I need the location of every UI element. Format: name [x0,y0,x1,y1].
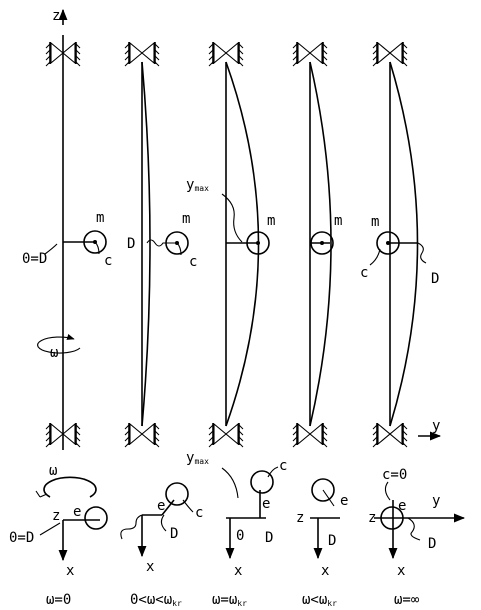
mass-label: m [182,211,190,227]
z-label: z [52,508,60,524]
disk [376,231,400,255]
ecc-label: e [262,496,270,512]
caption-4: ω<ωkr [302,592,337,608]
x-label: x [66,563,74,579]
c-zero-label: c=0 [382,467,407,483]
x-label: x [146,559,154,575]
x-label: x [234,563,242,579]
center-label: c [189,254,197,270]
damper-label: D [431,271,439,287]
ecc-label: e [340,493,348,509]
disk [310,231,334,255]
center-label: c [195,505,203,521]
omega-label: ω [50,345,58,361]
deflected-shaft [389,61,419,427]
disk [165,231,189,255]
column-3-critical: m ymax [186,41,275,448]
svg-text:ymax: ymax [186,450,209,466]
damper-label: D [127,236,135,252]
column-1-rest: z m c 0=D ω [22,8,112,450]
coincident-label: 0=D [9,530,34,546]
column-4-supercritical: m [292,41,342,448]
rotation-arrow [37,333,81,354]
caption-3: ω=ωkr [212,592,247,608]
column-2-subcritical: m D c [124,41,197,448]
damper-label: D [170,526,178,542]
center-label: c [279,458,287,474]
deflected-shaft [141,61,151,427]
z-axis-label: z [52,8,60,24]
section-5: y x z e c=0 D [368,467,466,579]
caption-5: ω=∞ [394,592,420,608]
coincident-label: 0=D [22,251,47,267]
ecc-label: e [398,498,406,514]
caption-1: ω=0 [46,592,71,608]
disk [83,230,107,254]
deflected-shaft [309,61,332,427]
section-2: x e c D [120,482,203,575]
zero-label: 0 [236,528,244,544]
section-4: x z e D [296,478,348,579]
mass-label: m [267,213,275,229]
caption-2: 0<ω<ωkr [130,592,182,608]
ecc-label: e [157,498,165,514]
center-label: c [104,253,112,269]
omega-label: ω [49,463,57,479]
center-label: c [360,265,368,281]
ymax-label: ymax [186,177,209,193]
column-5-infinite: m c D y [360,41,442,448]
ecc-label: e [73,504,81,520]
damper-label: D [328,533,336,549]
section-3: x e c ymax 0 D [186,450,287,579]
y-label: y [432,493,440,509]
z-label: z [368,510,376,526]
mass-label: m [334,213,342,229]
deflected-shaft [225,61,260,427]
disk [246,231,270,255]
mass-label: m [371,214,379,230]
y-axis-label: y [432,418,440,434]
damper-label: D [428,536,436,552]
section-1: ω z e x 0=D [9,463,108,579]
damper-label: D [265,530,273,546]
z-label: z [296,510,304,526]
x-label: x [397,563,405,579]
x-label: x [321,563,329,579]
mass-label: m [96,210,104,226]
